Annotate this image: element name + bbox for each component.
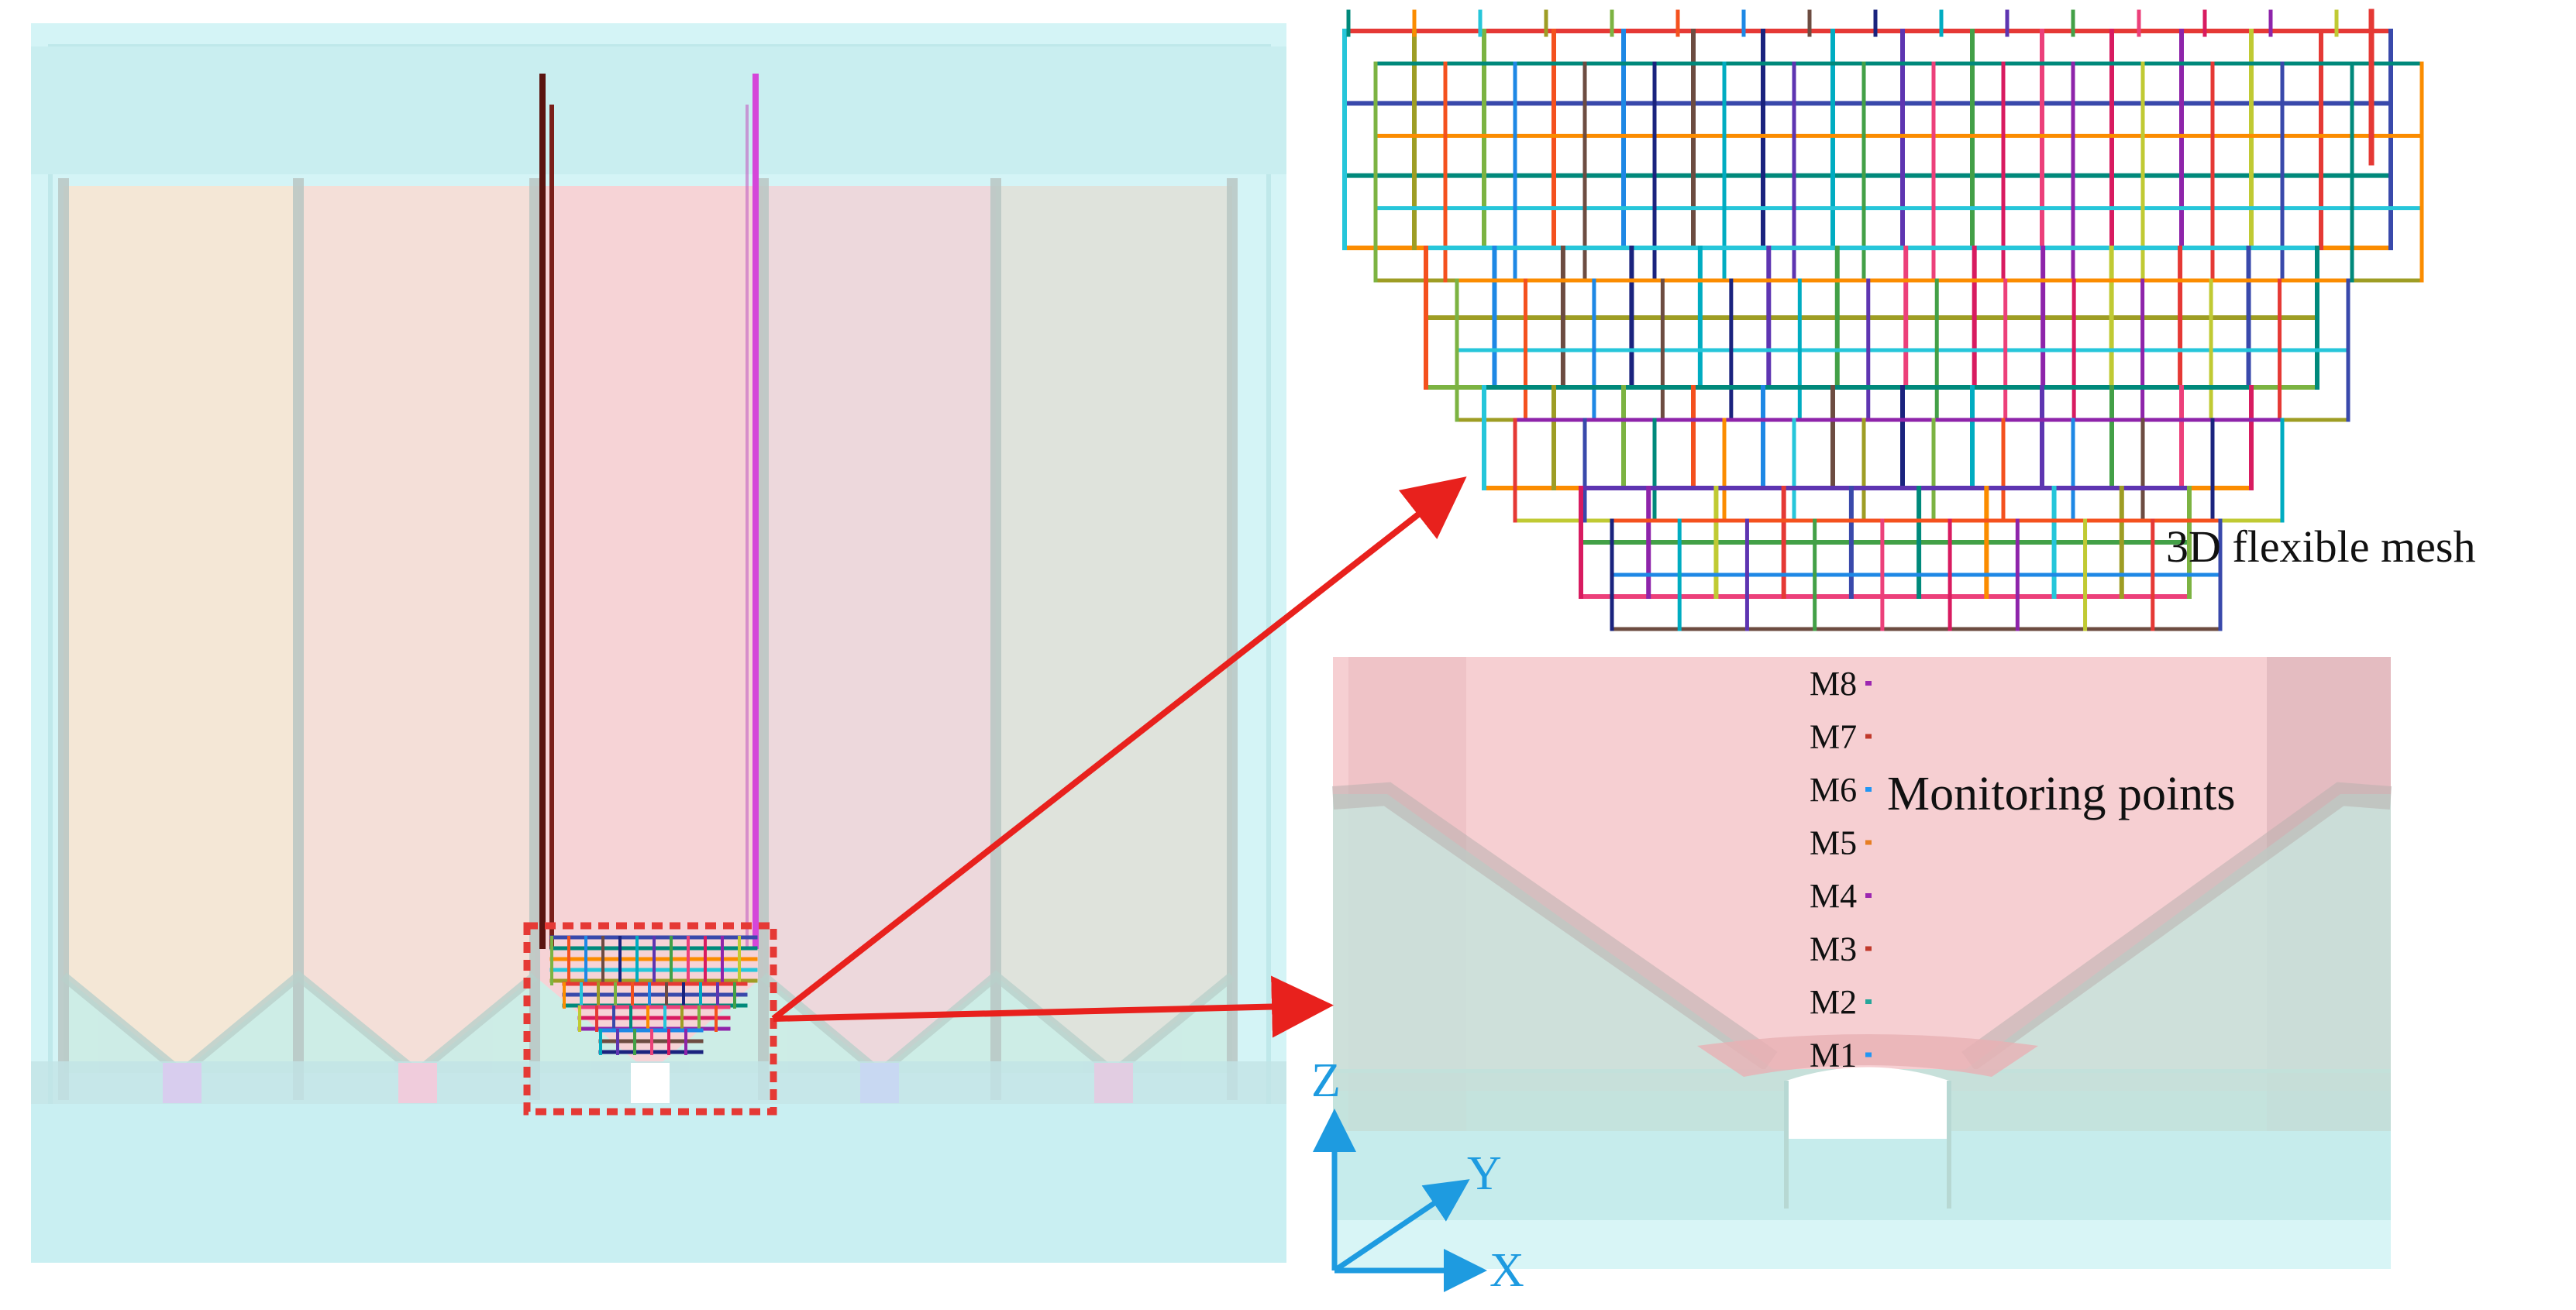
arrow-to-monitor bbox=[773, 975, 1334, 1038]
monitor-point-label: M6 bbox=[1810, 771, 1857, 809]
mesh-label: 3D flexible mesh bbox=[2166, 521, 2475, 572]
arrow-to-mesh bbox=[771, 476, 1467, 1022]
monitor-point-marker bbox=[1865, 681, 1872, 686]
outlets bbox=[163, 1063, 1133, 1103]
monitor-left-slope bbox=[1331, 782, 1778, 1071]
bin-2 bbox=[298, 186, 535, 1073]
monitor-point-label: M7 bbox=[1810, 718, 1857, 756]
mesh-detail-panel: 3D flexible mesh bbox=[1342, 9, 2475, 631]
monitor-point-marker bbox=[1865, 999, 1872, 1004]
monitor-point-marker bbox=[1865, 787, 1872, 792]
monitor-outlet bbox=[1786, 1067, 1949, 1139]
axis-y-label: Y bbox=[1467, 1147, 1502, 1200]
monitor-point-marker bbox=[1865, 840, 1872, 845]
monitor-point-marker bbox=[1865, 1052, 1872, 1057]
monitor-point-label: M3 bbox=[1810, 930, 1857, 968]
monitor-point-label: M1 bbox=[1810, 1037, 1857, 1074]
tank-panel bbox=[31, 23, 1286, 1263]
small-mesh bbox=[549, 935, 758, 1055]
monitor-point-label: M2 bbox=[1810, 983, 1857, 1021]
bin-3 bbox=[535, 186, 763, 1073]
monitor-point-marker bbox=[1865, 946, 1872, 951]
bin-5 bbox=[996, 186, 1232, 1073]
axis-y-line bbox=[1333, 1179, 1470, 1273]
big-mesh bbox=[1342, 9, 2424, 631]
bins-group bbox=[64, 186, 1232, 1073]
monitor-point-marker bbox=[1865, 893, 1872, 898]
callout-arrows bbox=[771, 476, 1467, 1038]
monitor-point-marker bbox=[1865, 734, 1872, 739]
monitor-point-label: M4 bbox=[1810, 877, 1857, 915]
bin-walls bbox=[58, 178, 1238, 1100]
monitor-point-label: M8 bbox=[1810, 665, 1857, 703]
monitor-point-label: M5 bbox=[1810, 824, 1857, 862]
axis-x-label: X bbox=[1489, 1244, 1524, 1297]
axis-triad: Z Y X bbox=[1311, 1054, 1524, 1297]
tank-top-band bbox=[31, 46, 1286, 174]
bin-4 bbox=[763, 186, 996, 1073]
monitor-right-slope bbox=[1961, 782, 2392, 1071]
bin-1 bbox=[64, 186, 298, 1073]
monitoring-label: Monitoring points bbox=[1887, 768, 2236, 820]
tank-bottom-base bbox=[31, 1104, 1286, 1263]
axis-z-label: Z bbox=[1311, 1054, 1341, 1107]
mesh-cables bbox=[539, 74, 759, 949]
hopper-edges bbox=[60, 970, 1235, 1079]
monitor-floor-strip bbox=[1333, 1220, 2391, 1269]
